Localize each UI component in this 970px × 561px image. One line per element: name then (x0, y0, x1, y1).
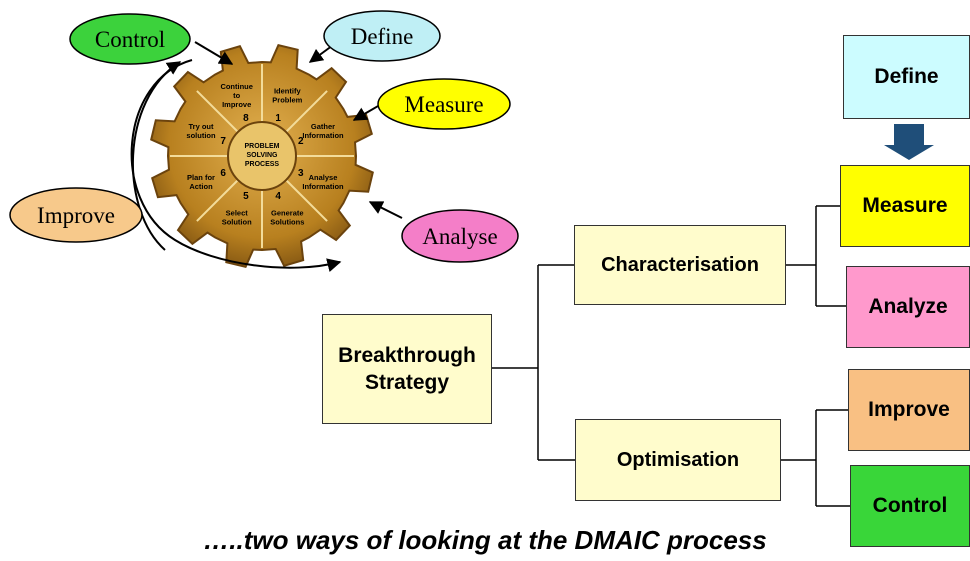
gear-divider (196, 179, 239, 222)
gear-dividers (170, 64, 354, 248)
gear-step-label: Solutions (270, 218, 304, 227)
gear-step-number: 1 (275, 113, 281, 124)
problem-solving-gear-diagram: PROBLEM SOLVING PROCESS 1 IdentifyProblem… (9, 10, 519, 272)
gear-step-number: 4 (275, 191, 281, 202)
control-oval: Control (69, 13, 191, 65)
gear-step-label: Information (302, 182, 344, 191)
gear-step-label: Analyse (309, 173, 338, 182)
define-oval: Define (323, 10, 441, 62)
control-arrow (194, 41, 234, 65)
improve-oval: Improve (9, 187, 143, 243)
gear-step-label: Continue (220, 82, 253, 91)
gear-step-label: Gather (311, 122, 335, 131)
improve-cycle-arrow-lower (130, 59, 342, 272)
gear-divider (196, 90, 239, 133)
gear-step-label: Improve (222, 100, 251, 109)
gear-step-label: to (233, 91, 240, 100)
characterisation-box: Characterisation (574, 225, 786, 305)
gear-step-label: Generate (271, 209, 304, 218)
improve-oval-label: Improve (37, 203, 115, 228)
gear-step-label: Plan for (187, 173, 215, 182)
gear: PROBLEM SOLVING PROCESS 1 IdentifyProblem… (150, 44, 374, 268)
gear-divider (285, 90, 328, 133)
control-oval-label: Control (95, 27, 165, 52)
gear-step-label: Try out (188, 122, 214, 131)
gear-center-line-3: PROCESS (245, 161, 280, 168)
gear-step-number: 6 (220, 168, 226, 179)
gear-divider (285, 179, 328, 222)
gear-step-label: Action (189, 182, 213, 191)
gear-step-number: 3 (298, 168, 304, 179)
gear-step-label: Select (226, 209, 249, 218)
gear-center-line-1: PROBLEM (245, 143, 280, 150)
analyse-oval-shape (401, 209, 519, 263)
gear-step-number: 7 (220, 136, 226, 147)
define-down-arrow (884, 124, 934, 160)
optimisation-box: Optimisation (575, 419, 781, 501)
define-box: Define (843, 35, 970, 119)
measure-oval-label: Measure (404, 92, 483, 117)
gear-hub (227, 121, 297, 191)
gear-step-label: Solution (222, 218, 252, 227)
analyse-oval-label: Analyse (422, 224, 497, 249)
breakthrough-strategy-box: Breakthrough Strategy (322, 314, 492, 424)
gear-step-label: Information (302, 131, 344, 140)
gear-step-label: Problem (272, 96, 302, 105)
gear-step-label: solution (186, 131, 216, 140)
gear-step-label: Identify (274, 87, 301, 96)
caption: …..two ways of looking at the DMAIC proc… (203, 525, 767, 555)
measure-box: Measure (840, 165, 970, 247)
gear-center-line-2: SOLVING (247, 152, 279, 159)
define-oval-label: Define (351, 24, 414, 49)
improve-box: Improve (848, 369, 970, 451)
define-oval-shape (323, 10, 441, 62)
gear-step-number: 5 (243, 191, 249, 202)
improve-oval-shape (9, 187, 143, 243)
gear-step-number: 2 (298, 136, 304, 147)
analyze-box: Analyze (846, 266, 970, 348)
analyse-oval: Analyse (401, 209, 519, 263)
analyse-arrow (368, 201, 403, 219)
control-oval-shape (69, 13, 191, 65)
measure-oval: Measure (377, 78, 511, 130)
improve-cycle-arrow-upper (132, 61, 182, 251)
gear-step-number: 8 (243, 113, 249, 124)
measure-oval-shape (377, 78, 511, 130)
